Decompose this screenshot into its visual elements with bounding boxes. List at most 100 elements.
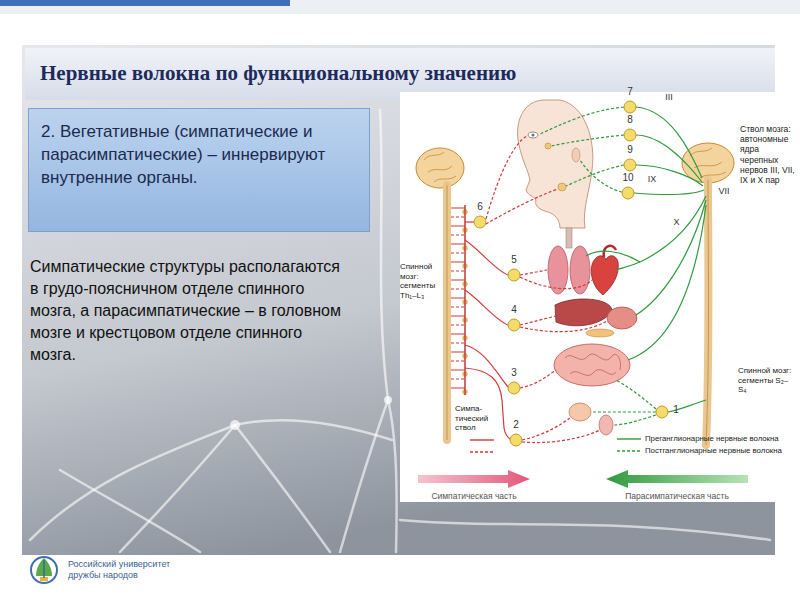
legend-text: Преганглионарные нервные волокна <box>645 434 779 443</box>
university-name: Российский университет дружбы народов <box>68 559 198 582</box>
nerve-fibre <box>636 107 702 178</box>
ganglia <box>474 101 668 446</box>
nerve-fibre <box>486 189 558 224</box>
ganglion <box>624 101 636 113</box>
ladder-rung <box>451 379 465 380</box>
legend-line-sample <box>617 447 641 455</box>
ganglion <box>624 159 636 171</box>
callout-number: 3 <box>508 367 520 379</box>
callout-number: 9 <box>624 144 636 156</box>
callout-number: 1 <box>670 404 682 416</box>
ladder-rung <box>451 289 465 290</box>
legend-line-sample <box>470 451 494 452</box>
ladder-rung <box>451 208 465 209</box>
brainstem-label: Ствол мозга: автономные ядра черепных не… <box>740 124 798 185</box>
ganglion <box>624 129 636 141</box>
legend-item: Постганглионарные нервные волокна <box>617 446 782 455</box>
nerve-fibre <box>613 415 656 425</box>
ladder-rung <box>451 280 465 281</box>
neuron-line <box>235 425 330 552</box>
nerve-fibre <box>636 165 703 186</box>
ladder-rung <box>451 334 465 335</box>
parasympathetic-fibres <box>540 107 706 425</box>
nerve-fibre <box>616 262 640 270</box>
lung <box>548 246 568 294</box>
ladder-rung <box>451 316 465 317</box>
ladder-rung <box>451 262 465 263</box>
text-panel: 2. Вегетативные (симпатические и парасим… <box>28 108 370 232</box>
nerve-fibre <box>566 165 624 186</box>
nerve-fibre <box>465 240 508 275</box>
ganglion <box>622 187 634 199</box>
nerve-fibre <box>486 136 527 219</box>
body-text: Симпатические структуры располагаются в … <box>30 256 345 366</box>
neuron-line <box>380 110 388 400</box>
ladder-rung <box>451 343 465 344</box>
heart <box>591 256 618 295</box>
trunk-label: Симпа-тический ствол <box>455 404 497 433</box>
nerve-fibre <box>520 321 607 332</box>
legend-red-samples <box>470 440 494 452</box>
genitals <box>599 415 613 435</box>
legend-text: Постганглионарные нервные волокна <box>645 446 782 455</box>
anatomy <box>416 100 734 445</box>
ear <box>572 148 580 162</box>
nerve-fibre <box>540 107 624 134</box>
nerve-fibre <box>551 135 624 146</box>
nerve-fibre <box>591 411 656 412</box>
slide-title: Нервные волокна по функциональному значе… <box>40 61 770 86</box>
callout-number: 7 <box>624 86 636 98</box>
top-bar <box>0 0 800 14</box>
legend-arrow <box>606 470 748 488</box>
ladder-rung <box>451 361 465 362</box>
callout-number: 6 <box>474 201 486 213</box>
ladder-rung <box>451 217 465 218</box>
nerve-fibre <box>465 221 474 222</box>
bladder <box>569 403 591 421</box>
nerve-fibre <box>522 430 600 443</box>
nerve-fibre <box>520 370 556 388</box>
nerve-fibre <box>586 251 640 262</box>
ladder-rung <box>451 370 465 371</box>
ladder-rung <box>451 388 465 389</box>
neuron-line <box>388 400 397 552</box>
ladder-rung <box>451 298 465 299</box>
top-accent <box>0 0 290 6</box>
ganglion <box>510 434 522 446</box>
logo-stem <box>43 560 45 578</box>
stomach <box>607 307 637 329</box>
liver <box>555 299 612 326</box>
intestines <box>554 344 630 386</box>
pupil <box>531 133 534 136</box>
neuron-body <box>384 396 392 404</box>
legend-text: Симпатическая часть <box>418 491 530 501</box>
neuron-line <box>30 425 235 540</box>
spinal-cord <box>706 180 709 445</box>
logo-ring <box>31 557 57 583</box>
ganglion <box>508 319 520 331</box>
panel-text: 2. Вегетативные (симпатические и парасим… <box>41 121 357 190</box>
spinal-segment-label: Спинной мозг: сегменты Th₁–L₃ <box>400 262 440 300</box>
nerve-fibre <box>580 160 622 192</box>
diagram-panel <box>400 92 800 502</box>
head <box>518 100 593 228</box>
ladder-rung <box>451 325 465 326</box>
legend-arrow-sample <box>606 470 748 488</box>
eye <box>528 132 538 138</box>
nerve-fibre <box>465 345 508 387</box>
nerve-fibre <box>520 316 556 325</box>
spinal-cord <box>443 185 451 440</box>
nerve-numeral: IX <box>645 174 659 184</box>
brain-gyri <box>424 152 456 182</box>
nerve-fibre <box>616 380 656 409</box>
preganglionic-green <box>586 107 706 412</box>
legend-item: Симпатическая часть <box>418 470 530 501</box>
legend-item: Преганглионарные нервные волокна <box>617 434 779 443</box>
nerve-fibre <box>628 205 706 360</box>
neuron-body <box>230 420 240 430</box>
nerve-fibre <box>522 418 570 440</box>
callout-number: 5 <box>508 254 520 266</box>
neuron-line <box>340 400 388 552</box>
